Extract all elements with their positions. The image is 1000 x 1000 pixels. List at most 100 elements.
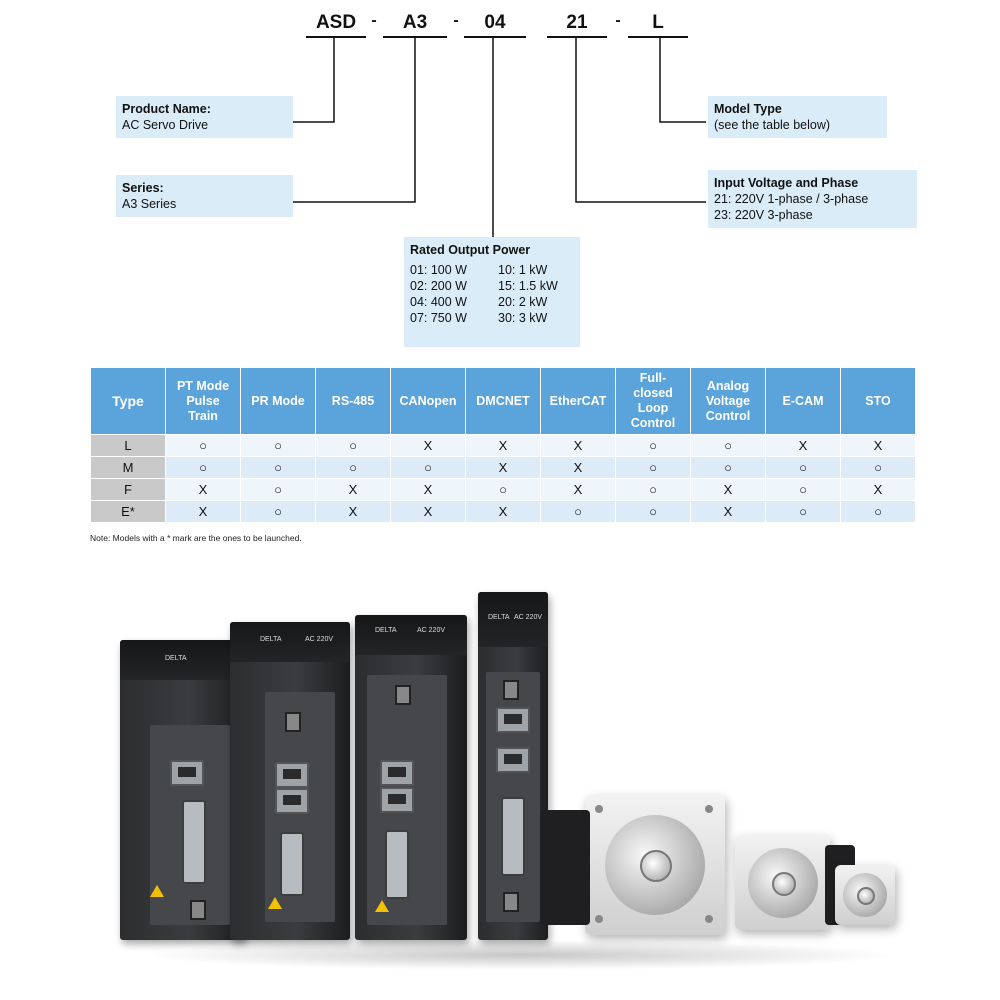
- feature-cell: X: [691, 501, 765, 522]
- floor-shadow: [140, 940, 900, 970]
- feature-cell: X: [541, 457, 615, 478]
- header-line: CANopen: [399, 393, 457, 408]
- code-power: 04: [464, 10, 526, 38]
- ethernet-port: [496, 747, 530, 773]
- column-header: E-CAM: [766, 368, 840, 434]
- feature-cell: ○: [241, 479, 315, 500]
- ethernet-port: [275, 788, 309, 814]
- d-sub-connector-icon: [385, 830, 409, 899]
- servo-drive-medium: DELTA AC 220V: [230, 622, 350, 940]
- feature-cell: X: [466, 501, 540, 522]
- feature-cell: ○: [766, 501, 840, 522]
- usb-port-icon: [395, 685, 411, 705]
- header-line: Voltage: [705, 393, 751, 408]
- type-cell: F: [91, 479, 165, 500]
- feature-cell: X: [841, 479, 915, 500]
- feature-cell: ○: [616, 457, 690, 478]
- power-option: 04: 400 W: [410, 295, 467, 309]
- feature-cell: X: [691, 479, 765, 500]
- header-line: PT Mode: [176, 378, 230, 393]
- power-option: 02: 200 W: [410, 279, 467, 293]
- column-header: EtherCAT: [541, 368, 615, 434]
- callout-title: Model Type: [714, 102, 782, 116]
- header-line: PR Mode: [251, 393, 305, 408]
- column-header: STO: [841, 368, 915, 434]
- feature-cell: ○: [241, 457, 315, 478]
- type-cell: L: [91, 435, 165, 456]
- callout-text: (see the table below): [714, 118, 831, 132]
- feature-cell: X: [166, 479, 240, 500]
- motor-shaft: [640, 850, 672, 882]
- feature-cell: X: [841, 435, 915, 456]
- feature-cell: ○: [616, 435, 690, 456]
- drive-top-cover: [355, 615, 467, 655]
- callout-title: Series:: [122, 181, 164, 195]
- callout-title: Rated Output Power: [410, 243, 531, 257]
- feature-cell: X: [766, 435, 840, 456]
- feature-cell: ○: [166, 457, 240, 478]
- ethernet-port: [380, 760, 414, 786]
- power-grid: 01: 100 W 10: 1 kW 02: 200 W 15: 1.5 kW …: [410, 262, 574, 326]
- power-option: 15: 1.5 kW: [498, 279, 558, 293]
- header-line: EtherCAT: [549, 393, 607, 408]
- header-line: Pulse: [186, 393, 220, 408]
- feature-cell: ○: [766, 457, 840, 478]
- callout-title: Input Voltage and Phase: [714, 176, 859, 190]
- warning-icon: [375, 900, 389, 912]
- servo-drive-large: DELTA: [120, 640, 245, 940]
- column-header: RS-485: [316, 368, 390, 434]
- feature-cell: X: [391, 435, 465, 456]
- bolt-icon: [705, 805, 713, 813]
- brand-logo: DELTA: [260, 636, 282, 643]
- ethernet-port: [380, 787, 414, 813]
- header-line: Type: [112, 392, 144, 409]
- power-option: 10: 1 kW: [498, 263, 548, 277]
- servo-drive-compact: DELTA AC 220V: [478, 592, 548, 940]
- feature-cell: ○: [241, 501, 315, 522]
- callout-input-voltage: Input Voltage and Phase 21: 220V 1-phase…: [708, 170, 917, 228]
- d-sub-connector-icon: [182, 800, 206, 884]
- voltage-option: 23: 220V 3-phase: [714, 208, 813, 222]
- feature-cell: X: [316, 501, 390, 522]
- voltage-option: 21: 220V 1-phase / 3-phase: [714, 192, 869, 206]
- feature-cell: X: [541, 479, 615, 500]
- brand-logo: DELTA: [375, 627, 397, 634]
- warning-icon: [268, 897, 282, 909]
- feature-cell: ○: [241, 435, 315, 456]
- servo-drive-small: DELTA AC 220V: [355, 615, 467, 940]
- servo-motor-medium: [735, 835, 855, 930]
- code-dash: -: [371, 12, 377, 29]
- voltage-label: AC 220V: [417, 627, 446, 634]
- voltage-label: AC 220V: [305, 636, 334, 643]
- motor-shaft: [772, 872, 796, 896]
- feature-cell: X: [316, 479, 390, 500]
- code-dash: -: [615, 12, 621, 29]
- drive-top-cover: [478, 592, 548, 647]
- header-type: Type: [91, 368, 165, 434]
- power-option: 20: 2 kW: [498, 295, 548, 309]
- bolt-icon: [595, 805, 603, 813]
- column-header: PR Mode: [241, 368, 315, 434]
- feature-cell: ○: [391, 457, 465, 478]
- code-series: A3: [383, 10, 447, 38]
- callout-series: Series: A3 Series: [116, 175, 293, 217]
- feature-cell: ○: [316, 457, 390, 478]
- power-option: 30: 3 kW: [498, 311, 548, 325]
- usb-port-icon: [503, 892, 519, 912]
- header-line: Loop: [637, 401, 669, 415]
- callout-product-name: Product Name: AC Servo Drive: [116, 96, 293, 138]
- brand-logo: DELTA: [488, 614, 510, 621]
- ethernet-port: [496, 707, 530, 733]
- feature-cell: X: [466, 435, 540, 456]
- header-line: Control: [630, 416, 676, 430]
- header-line: Full-: [639, 371, 667, 385]
- header-line: DMCNET: [476, 393, 530, 408]
- callout-title: Product Name:: [122, 102, 211, 116]
